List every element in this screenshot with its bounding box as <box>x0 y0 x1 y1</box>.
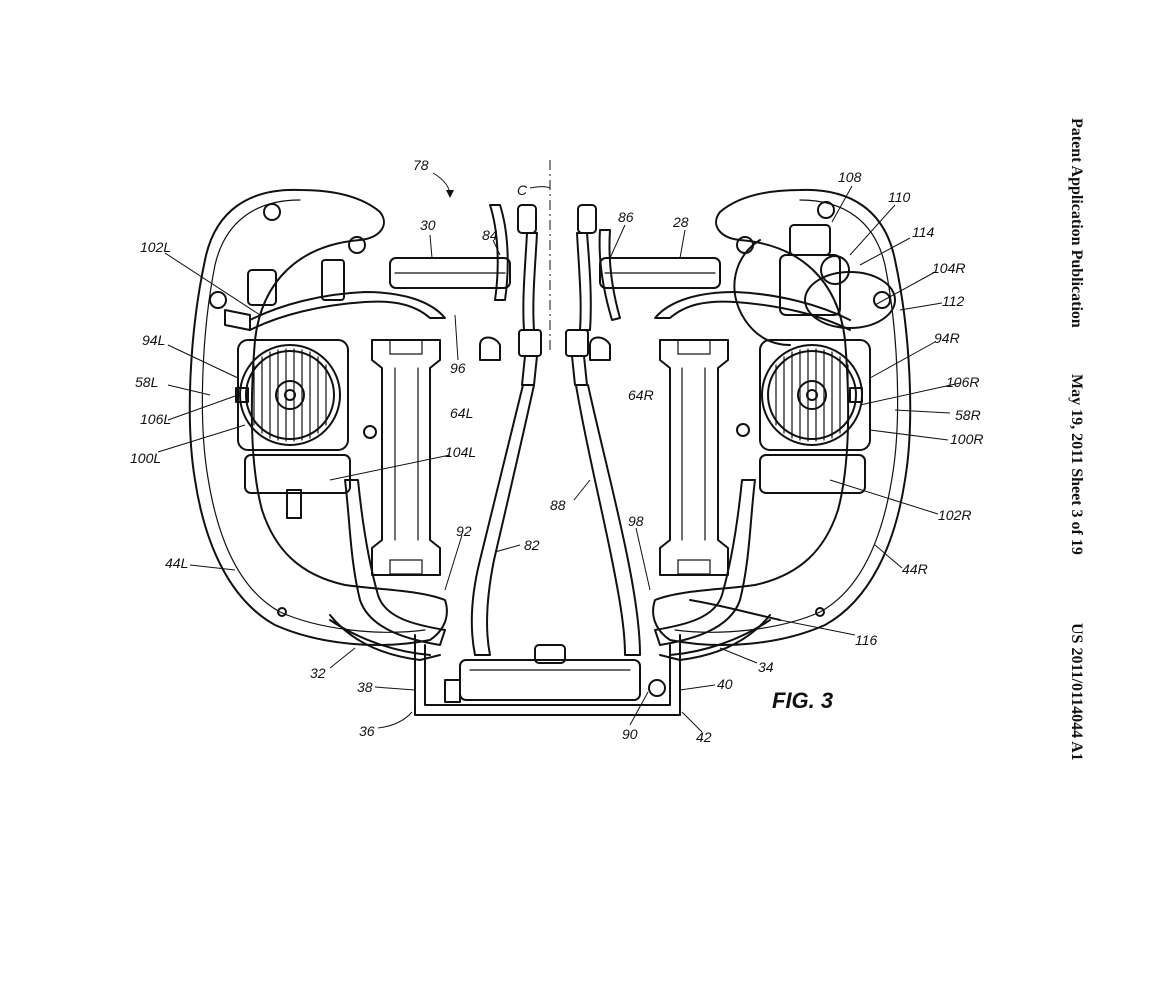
label-110: 110 <box>888 189 911 205</box>
label-88: 88 <box>550 497 566 513</box>
right-lower-tank <box>759 454 866 494</box>
left-saddlebag-shell <box>188 188 448 646</box>
label-108: 108 <box>838 169 862 185</box>
right-upper-hose <box>654 291 851 331</box>
sheet-header: Patent Application Publication May 19, 2… <box>1068 118 1085 761</box>
label-106r: 106R <box>946 374 979 390</box>
left-fan-assembly <box>235 339 349 451</box>
label-104r: 104R <box>932 260 965 276</box>
right-fan-assembly <box>759 339 871 451</box>
right-radiator <box>659 339 729 576</box>
left-return-hose <box>344 479 446 646</box>
date-sheet: May 19, 2011 Sheet 3 of 19 <box>1068 374 1085 555</box>
label-44r: 44R <box>902 561 928 577</box>
label-90: 90 <box>622 726 638 742</box>
right-saddlebag-inner <box>674 199 899 633</box>
publication-title: Patent Application Publication <box>1068 118 1085 328</box>
label-28: 28 <box>672 214 689 230</box>
right-crossbar <box>599 257 721 289</box>
right-lower-skirt <box>659 614 771 661</box>
leader-lines <box>157 172 961 733</box>
label-32: 32 <box>310 665 326 681</box>
right-frame-rail <box>669 619 771 656</box>
left-tank <box>224 259 345 331</box>
label-36: 36 <box>359 723 375 739</box>
left-saddlebag-inner <box>201 199 426 633</box>
label-112: 112 <box>942 293 965 309</box>
label-114: 114 <box>912 224 935 240</box>
label-40: 40 <box>717 676 733 692</box>
label-100l: 100L <box>130 450 161 466</box>
bracket-116 <box>689 599 781 621</box>
label-104l: 104L <box>445 444 476 460</box>
label-116: 116 <box>855 632 878 648</box>
diagram-drawing <box>157 160 961 733</box>
label-94l: 94L <box>142 332 165 348</box>
label-42: 42 <box>696 729 712 745</box>
label-58r: 58R <box>955 407 981 423</box>
label-58l: 58L <box>135 374 158 390</box>
left-sensor <box>286 489 302 519</box>
label-96: 96 <box>450 360 466 376</box>
left-radiator <box>371 339 441 576</box>
label-84: 84 <box>482 227 498 243</box>
label-64r: 64R <box>628 387 654 403</box>
label-44l: 44L <box>165 555 188 571</box>
label-106l: 106L <box>140 411 171 427</box>
publication-number: US 2011/0114044 A1 <box>1068 623 1085 761</box>
label-102l: 102L <box>140 239 171 255</box>
label-64l: 64L <box>450 405 473 421</box>
label-94r: 94R <box>934 330 960 346</box>
left-frame-rail <box>329 619 431 656</box>
label-30: 30 <box>420 217 436 233</box>
label-86: 86 <box>618 209 634 225</box>
label-82: 82 <box>524 537 540 553</box>
left-upper-hose <box>249 291 446 331</box>
label-78: 78 <box>413 157 429 173</box>
figure-caption: FIG. 3 <box>772 688 833 713</box>
left-lower-skirt <box>329 614 441 661</box>
right-return-hose <box>654 479 756 646</box>
right-pump-reservoir <box>733 224 896 346</box>
left-crossbar <box>389 257 511 289</box>
label-92: 92 <box>456 523 472 539</box>
label-102r: 102R <box>938 507 971 523</box>
right-saddlebag-shell <box>652 188 912 646</box>
label-98: 98 <box>628 513 644 529</box>
label-100r: 100R <box>950 431 983 447</box>
center-hoses <box>470 204 641 656</box>
bottom-bracket <box>414 634 681 716</box>
label-38: 38 <box>357 679 373 695</box>
label-c: C <box>517 182 528 198</box>
label-34: 34 <box>758 659 774 675</box>
reference-labels: 78 C 108 110 30 84 86 28 114 102L 104R 1… <box>130 157 983 745</box>
left-lower-tank <box>244 454 351 494</box>
